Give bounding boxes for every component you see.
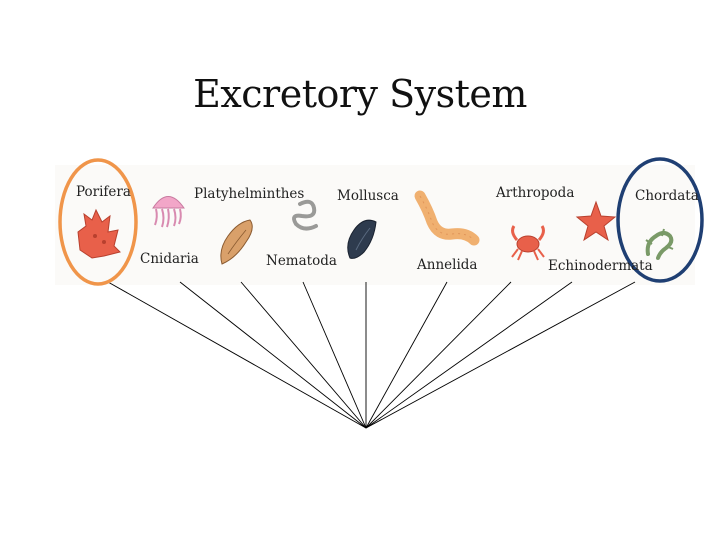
connector-lines <box>107 281 636 429</box>
label-nematoda: Nematoda <box>266 253 337 269</box>
crab-icon <box>511 225 545 261</box>
connector-line-arthropoda <box>365 281 512 429</box>
connector-line-nematoda <box>302 281 367 429</box>
slide-title: Excretory System <box>193 72 527 116</box>
connector-line-platyhelminthes <box>240 281 367 429</box>
label-annelida: Annelida <box>417 257 478 273</box>
connector-line-porifera <box>107 281 367 429</box>
porifera-highlight-circle <box>58 158 138 286</box>
label-echinodermata: Echinodermata <box>548 258 653 274</box>
connector-line-annelida <box>365 281 448 429</box>
sponge-icon <box>77 208 121 259</box>
mussel-icon <box>347 219 377 259</box>
label-porifera: Porifera <box>76 184 131 200</box>
lizard-icon <box>645 228 674 260</box>
label-platyhelminthes: Platyhelminthes <box>194 186 305 202</box>
connector-line-cnidaria <box>179 281 367 429</box>
label-cnidaria: Cnidaria <box>140 251 199 267</box>
label-mollusca: Mollusca <box>337 188 399 204</box>
earthworm-icon <box>414 190 480 246</box>
chordata-highlight-circle <box>616 157 704 283</box>
roundworm-icon <box>292 199 318 231</box>
jellyfish-icon <box>152 196 185 228</box>
label-chordata: Chordata <box>635 188 699 204</box>
connector-line-chordata <box>365 281 636 429</box>
starfish-icon <box>575 200 617 242</box>
label-arthropoda: Arthropoda <box>496 185 575 201</box>
connector-line-echinodermata <box>365 281 573 429</box>
flatworm-icon <box>220 219 253 265</box>
